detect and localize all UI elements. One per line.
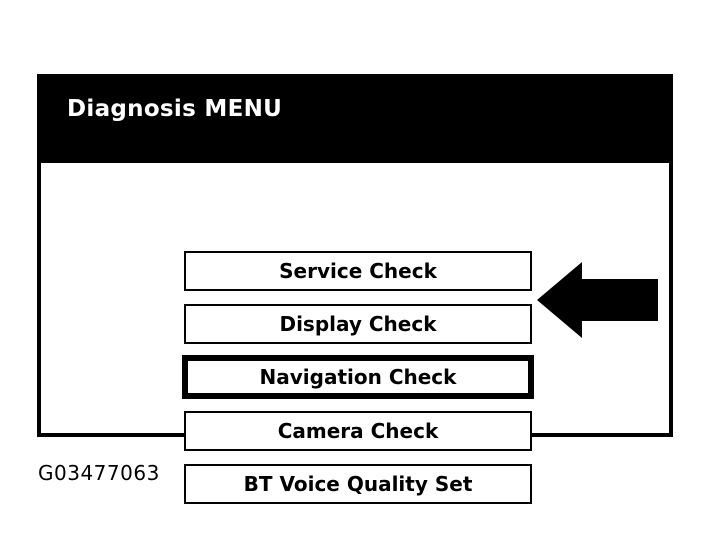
figure-caption: G03477063 — [38, 461, 160, 485]
screen-title-bar: Diagnosis MENU — [41, 78, 669, 163]
menu-item-label: BT Voice Quality Set — [243, 472, 473, 496]
menu-item-service-check[interactable]: Service Check — [184, 251, 532, 291]
menu-item-bt-voice-quality-set[interactable]: BT Voice Quality Set — [184, 464, 532, 504]
menu-item-label: Service Check — [279, 259, 437, 283]
menu-item-navigation-check[interactable]: Navigation Check — [182, 355, 534, 399]
menu-item-label: Navigation Check — [259, 365, 457, 389]
menu-item-label: Camera Check — [277, 419, 439, 443]
screen-title: Diagnosis MENU — [67, 96, 283, 122]
diagnosis-screen-panel: Diagnosis MENU Service Check Display Che… — [37, 74, 673, 504]
menu-item-camera-check[interactable]: Camera Check — [184, 411, 532, 451]
menu-item-display-check[interactable]: Display Check — [184, 304, 532, 344]
menu-item-label: Display Check — [279, 312, 437, 336]
diagnosis-menu-list: Service Check Display Check Navigation C… — [41, 163, 669, 504]
